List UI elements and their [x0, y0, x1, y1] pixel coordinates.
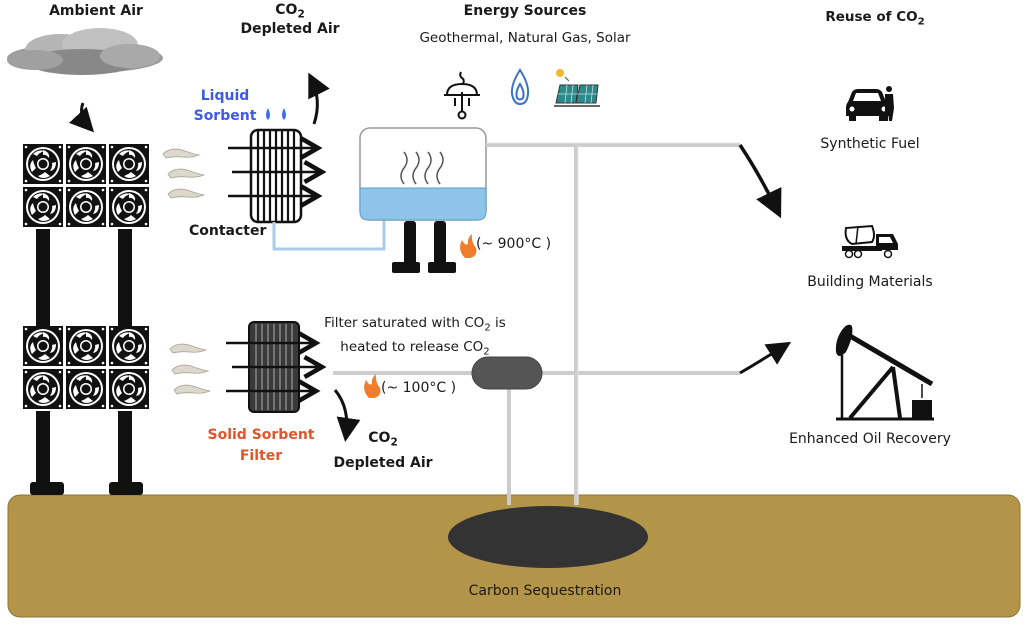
subscript: 2 [483, 346, 490, 358]
droplet-icon [266, 108, 270, 120]
car-fuel-icon [846, 86, 894, 121]
co2-reservoir [448, 506, 648, 568]
geothermal-icon [444, 71, 480, 120]
arrow-to-oil-recovery [739, 341, 792, 375]
depleted-air-text: Depleted Air [240, 20, 340, 37]
co2-text: CO [275, 2, 298, 18]
fan-support-posts [30, 229, 143, 495]
energy-sources-title: Energy Sources [463, 3, 587, 19]
subscript: 2 [390, 436, 398, 449]
ambient-air-label: Ambient Air [49, 3, 143, 19]
liquid-pipe [272, 218, 386, 251]
note-text: is [490, 315, 506, 331]
oil-pump-icon [835, 324, 934, 421]
carbon-sequestration-label: Carbon Sequestration [468, 583, 622, 599]
cement-truck-icon [842, 224, 898, 259]
co2-collector [471, 356, 543, 390]
natural-gas-flame-icon [510, 68, 530, 106]
low-temp-label: (~ 100°C ) [381, 380, 457, 396]
sorbent-text: Sorbent [193, 108, 257, 124]
solar-panel-icon [554, 69, 600, 107]
reuse-item-building-materials: Building Materials [807, 274, 933, 290]
lower-air-flow [169, 343, 211, 395]
solid-sorbent-text: Solid Sorbent [207, 427, 315, 443]
depleted-air-up-arrow [308, 72, 330, 125]
filter-heating-note: Filter saturated with CO2 is heated to r… [305, 314, 525, 361]
subscript: 2 [484, 322, 491, 334]
reuse-title: Reuse of CO2 [800, 9, 950, 28]
flame-icon [460, 234, 477, 258]
arrow-to-synthetic-fuel [738, 144, 782, 219]
subscript: 2 [297, 8, 305, 21]
upper-air-flow [162, 148, 205, 199]
air-inflow-arrow [68, 102, 95, 133]
subscript: 2 [917, 16, 925, 28]
co2-depleted-air-top-label: CO2 Depleted Air [230, 2, 350, 37]
solid-sorbent-label: Solid Sorbent Filter [196, 425, 326, 467]
note-text: heated to release CO [340, 338, 484, 355]
filter-text: Filter [239, 448, 283, 464]
solid-sorbent-filter [226, 321, 327, 413]
reuse-title-text: Reuse of CO [825, 9, 918, 25]
liquid-sorbent-label: Liquid Sorbent [190, 86, 260, 126]
regeneration-tank [359, 127, 487, 273]
liquid-text: Liquid [200, 88, 250, 104]
cloud-icon [7, 28, 163, 75]
energy-sources-list: Geothermal, Natural Gas, Solar [419, 30, 631, 46]
steam-icon [400, 151, 444, 185]
co2-depleted-air-bottom-label: CO2 Depleted Air [318, 428, 448, 473]
lower-fan-array [23, 326, 149, 409]
high-temp-label: (~ 900°C ) [476, 236, 552, 252]
note-text: Filter saturated with CO [324, 315, 485, 331]
contacter-unit [228, 128, 327, 224]
contacter-label: Contacter [189, 223, 267, 239]
upper-fan-array [23, 144, 149, 227]
flame-icon [364, 374, 381, 398]
depleted-air-text: Depleted Air [333, 454, 433, 471]
co2-text: CO [368, 430, 391, 446]
droplet-icon [282, 108, 286, 120]
reuse-item-synthetic-fuel: Synthetic Fuel [820, 136, 920, 152]
depleted-air-down-arrow [333, 389, 361, 442]
reuse-item-oil-recovery: Enhanced Oil Recovery [789, 431, 951, 447]
co2-pipes [333, 143, 740, 505]
